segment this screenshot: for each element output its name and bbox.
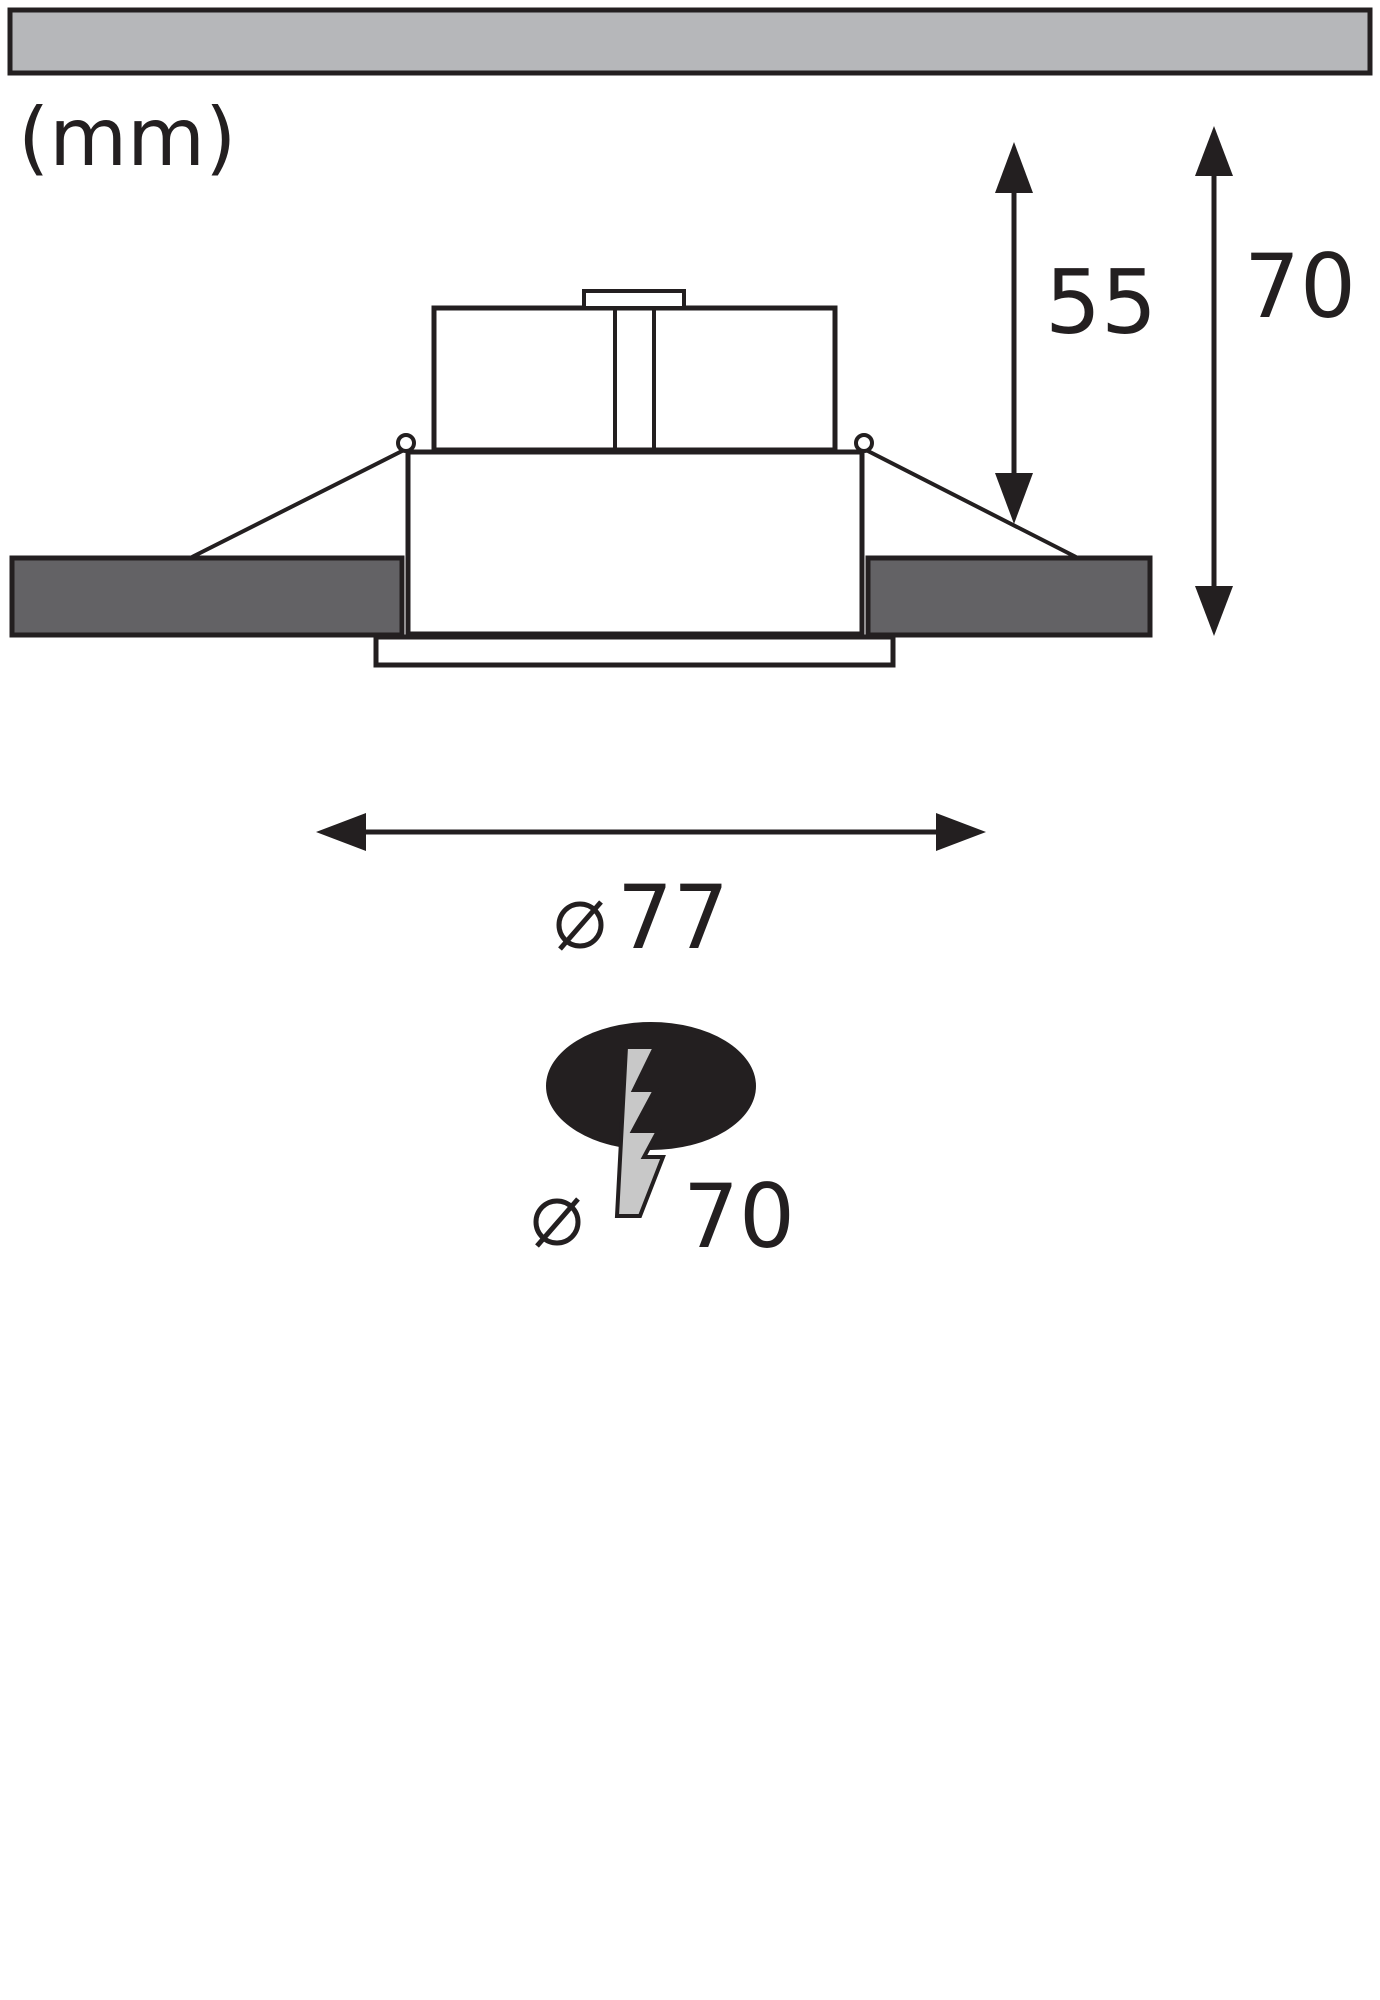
arrow-head-70-top: [1195, 126, 1233, 176]
arrow-head-70-bottom: [1195, 586, 1233, 636]
driver-box: [431, 305, 838, 453]
spring-clip-left: [191, 447, 407, 559]
units-label: (mm): [18, 91, 236, 184]
clip-pivot-right: [854, 433, 874, 453]
dimension-label-70: 70: [1244, 235, 1356, 338]
spring-clip-right: [863, 447, 1077, 559]
arrow-head-77-right: [936, 813, 986, 851]
diameter-symbol-70: [533, 1197, 581, 1248]
driver-cap: [582, 289, 686, 310]
diameter-symbol-77: [556, 900, 604, 951]
ceiling-board-left: [9, 555, 405, 638]
dimension-label-77: 77: [617, 866, 729, 969]
arrow-head-55-top: [995, 142, 1033, 193]
arrow-head-77-left: [316, 813, 366, 851]
ceiling-strip: [7, 7, 1373, 76]
housing-body: [405, 449, 865, 637]
clip-pivot-left: [396, 433, 416, 453]
arrow-head-55-bottom: [995, 473, 1033, 524]
flange-ring: [373, 634, 896, 668]
lightning-bolt-icon: [614, 1045, 666, 1218]
dimension-label-55: 55: [1045, 251, 1157, 354]
ceiling-board-right: [865, 555, 1153, 638]
ceiling-cutout-hole-icon: [546, 1022, 756, 1150]
dimension-label-cutout-70: 70: [683, 1165, 795, 1268]
